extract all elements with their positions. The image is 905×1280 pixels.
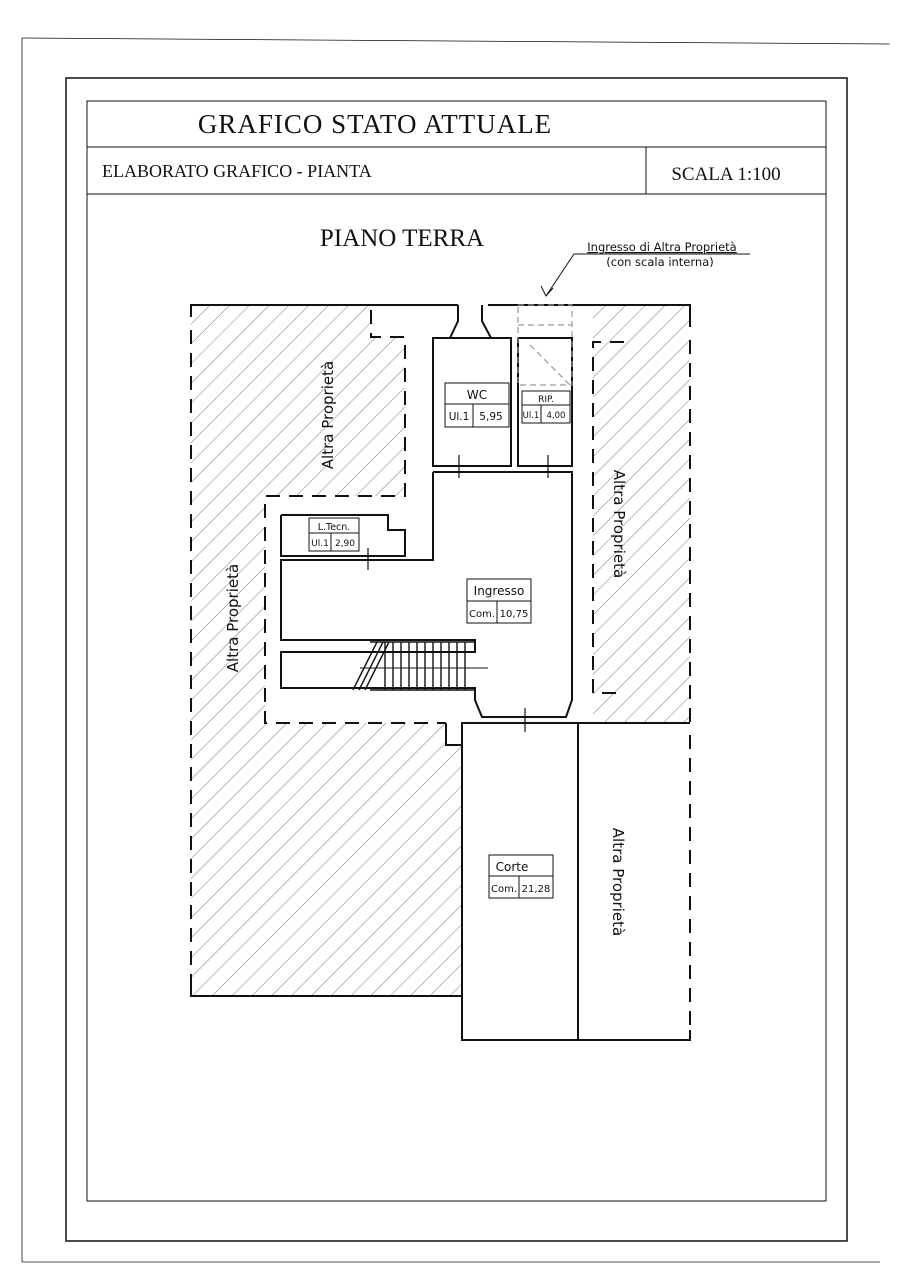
wall-top-left (190, 304, 458, 317)
other-property-label-right-lower: Altra Proprietà (609, 828, 627, 936)
room-area: 5,95 (479, 411, 502, 423)
outer-frame (65, 77, 848, 1242)
ghost-stair (517, 304, 573, 386)
room-name: L.Tecn. (318, 522, 351, 533)
other-property-label-upper-left: Altra Proprietà (319, 361, 337, 469)
wall-top-right (488, 304, 691, 327)
room-name: RIP. (538, 395, 554, 405)
other-property-zone-right-upper (593, 305, 690, 693)
room-wc-walls (432, 337, 512, 467)
other-property-zone-right-mid (593, 693, 690, 723)
room-label-corte: Corte Com. 21,28 (488, 854, 554, 899)
courtyard-walls (461, 722, 691, 1041)
room-name: WC (467, 388, 487, 402)
sheet-title: GRAFICO STATO ATTUALE (198, 109, 552, 139)
room-owner: Ul.1 (311, 539, 329, 549)
room-owner: Com. (469, 609, 495, 620)
room-area: 2,90 (335, 539, 355, 549)
inner-frame (86, 100, 827, 1202)
hall-walls (280, 471, 573, 718)
inner-zone-corner (445, 723, 462, 746)
ghost-stair-diag (529, 344, 571, 386)
entrance-note-line1: Ingresso di Altra Proprietà (587, 240, 736, 254)
other-property-label-right-upper: Altra Proprietà (610, 470, 628, 578)
chimney (448, 305, 493, 339)
room-area: 4,00 (547, 411, 566, 421)
scan-edge-top (21, 37, 891, 45)
room-name: Corte (496, 860, 529, 874)
other-property-zone-left (191, 305, 462, 996)
room-ltecn-walls (280, 514, 406, 557)
room-area: 21,28 (522, 884, 551, 895)
wall-bottom-left (190, 988, 462, 997)
room-rip-walls (517, 337, 573, 467)
inner-zone-top-dashed (264, 310, 446, 724)
room-label-ingresso: Ingresso Com. 10,75 (466, 578, 532, 624)
room-owner: Ul.1 (449, 411, 470, 423)
right-zone-dashed (592, 341, 624, 694)
sheet-subtitle: ELABORATO GRAFICO - PIANTA (102, 161, 372, 181)
room-area: 10,75 (500, 609, 529, 620)
entrance-leader-line (545, 253, 750, 297)
floor-title: PIANO TERRA (320, 225, 484, 252)
room-name: Ingresso (474, 584, 525, 598)
other-property-label-left: Altra Proprietà (224, 564, 242, 672)
room-label-rip: RIP. Ul.1 4,00 (521, 390, 571, 424)
entrance-note-line2: (con scala interna) (606, 255, 713, 269)
internal-staircase (352, 641, 488, 691)
sheet-scale: SCALA 1:100 (671, 164, 780, 185)
room-label-ltecn: L.Tecn. Ul.1 2,90 (308, 517, 360, 552)
room-label-wc: WC Ul.1 5,95 (444, 382, 510, 428)
room-owner: Com. (491, 884, 517, 895)
entrance-arrow-head (540, 285, 554, 297)
room-owner: Ul.1 (523, 411, 540, 421)
